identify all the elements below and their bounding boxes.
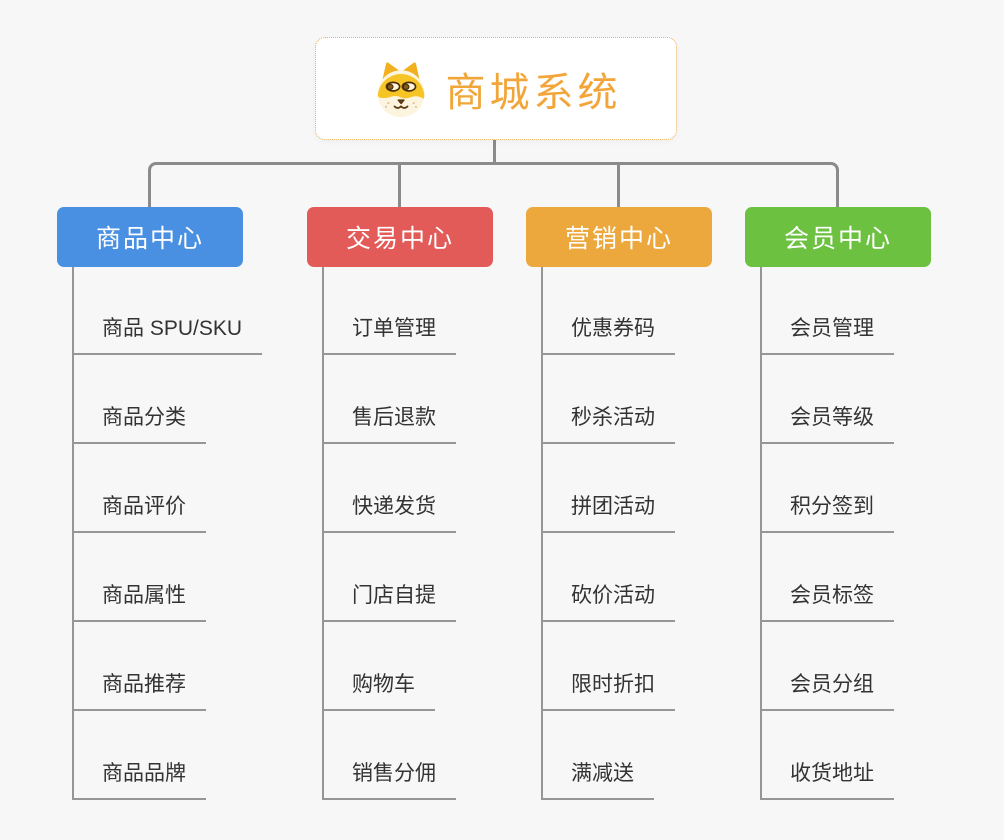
doge-icon: [377, 61, 424, 117]
subtopic-node[interactable]: 满减送: [541, 761, 654, 800]
subtopic-node[interactable]: 会员分组: [760, 672, 894, 711]
subtopic-node[interactable]: 砍价活动: [541, 583, 675, 622]
subtopic-node[interactable]: 快递发货: [322, 494, 456, 533]
subtopic-node[interactable]: 会员管理: [760, 316, 894, 355]
root-topic-node[interactable]: 商城系统: [315, 37, 677, 140]
branch-node-marketing-center[interactable]: 营销中心: [526, 207, 712, 267]
subtopic-node[interactable]: 商品分类: [72, 405, 206, 444]
branch-connector-drop: [617, 162, 620, 207]
subtopic-node[interactable]: 限时折扣: [541, 672, 675, 711]
subtopic-trunk-line: [541, 267, 543, 800]
subtopic-node[interactable]: 门店自提: [322, 583, 456, 622]
root-connector-stub: [493, 140, 496, 165]
subtopic-node[interactable]: 商品属性: [72, 583, 206, 622]
subtopic-node[interactable]: 销售分佣: [322, 761, 456, 800]
subtopic-node[interactable]: 积分签到: [760, 494, 894, 533]
subtopic-node[interactable]: 售后退款: [322, 405, 456, 444]
subtopic-node[interactable]: 优惠券码: [541, 316, 675, 355]
subtopic-node[interactable]: 商品推荐: [72, 672, 206, 711]
subtopic-node[interactable]: 商品评价: [72, 494, 206, 533]
subtopic-node[interactable]: 会员标签: [760, 583, 894, 622]
subtopic-node[interactable]: 商品 SPU/SKU: [72, 316, 263, 355]
subtopic-node[interactable]: 购物车: [322, 672, 435, 711]
branch-node-trade-center[interactable]: 交易中心: [307, 207, 493, 267]
branch-node-product-center[interactable]: 商品中心: [57, 207, 243, 267]
subtopic-trunk-line: [322, 267, 324, 800]
subtopic-trunk-line: [72, 267, 74, 800]
branch-connector-drop: [398, 162, 401, 207]
subtopic-node[interactable]: 订单管理: [322, 316, 456, 355]
subtopic-trunk-line: [760, 267, 762, 800]
subtopic-node[interactable]: 收货地址: [760, 761, 894, 800]
subtopic-node[interactable]: 拼团活动: [541, 494, 675, 533]
branch-connector-rail: [148, 162, 839, 207]
root-topic-label: 商城系统: [445, 70, 622, 115]
subtopic-node[interactable]: 会员等级: [760, 405, 894, 444]
subtopic-node[interactable]: 秒杀活动: [541, 405, 675, 444]
subtopic-node[interactable]: 商品品牌: [72, 761, 206, 800]
branch-node-member-center[interactable]: 会员中心: [745, 207, 931, 267]
